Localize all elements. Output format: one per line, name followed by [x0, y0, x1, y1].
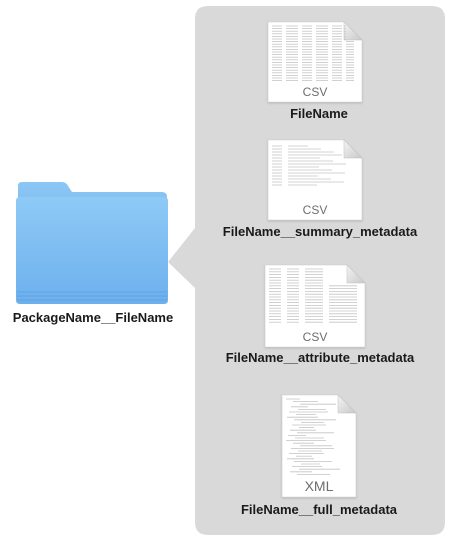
file-label-0: FileName [290, 106, 348, 121]
file-type-label: CSV [303, 203, 328, 217]
file-label-1: FileName__summary_metadata [222, 224, 418, 239]
file-type-label: CSV [303, 330, 328, 344]
file-type-label: CSV [303, 85, 328, 99]
xml-document-icon[interactable]: XML [281, 394, 357, 498]
document-preview-lines [269, 268, 357, 323]
document-preview-lines [272, 25, 354, 81]
csv-document-icon[interactable]: CSV [264, 264, 366, 348]
document-preview-lines [286, 398, 340, 475]
folder-label: PackageName__FileName [12, 310, 174, 325]
csv-document-icon[interactable]: CSV [267, 21, 363, 103]
file-label-3: FileName__full_metadata [240, 502, 398, 517]
folder-icon[interactable] [16, 182, 168, 304]
document-preview-lines [272, 145, 346, 186]
csv-document-icon[interactable]: CSV [267, 139, 363, 221]
file-label-2: FileName__attribute_metadata [225, 350, 415, 365]
file-type-label: XML [305, 478, 334, 494]
